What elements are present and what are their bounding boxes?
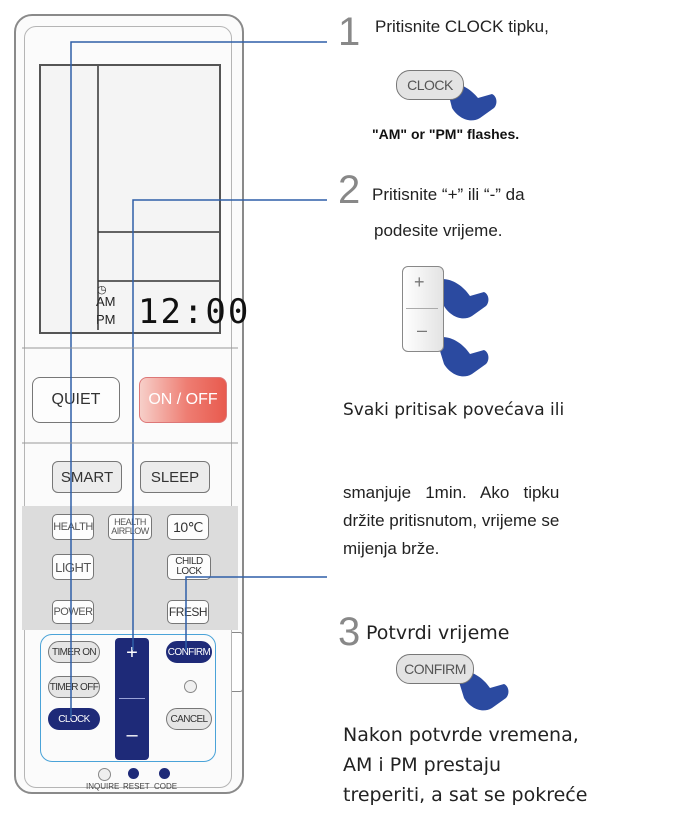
step-3-paragraph-line2: AM i PM prestaju	[343, 754, 502, 776]
reset-label: RESET	[123, 782, 150, 791]
confirm-button[interactable]: CONFIRM	[166, 641, 212, 663]
illustration-divider	[406, 308, 438, 309]
clock-button[interactable]: CLOCK	[48, 708, 100, 730]
illustration-minus: –	[417, 320, 428, 340]
step-3-paragraph-line1: Nakon potvrde vremena,	[343, 724, 579, 746]
code-label: CODE	[154, 782, 178, 791]
side-switch[interactable]	[232, 632, 243, 692]
step-2-paragraph-2-line2: držite pritisnutom, vrijeme se	[343, 511, 560, 530]
health-airflow-label-1: HEALTH	[114, 517, 146, 527]
code-led[interactable]	[159, 768, 170, 779]
child-lock-label-2: LOCK	[176, 566, 202, 577]
plus-minus-rocker[interactable]	[115, 638, 149, 760]
step-1-number: 1	[338, 10, 361, 54]
cancel-button[interactable]: CANCEL	[166, 708, 212, 730]
quiet-button[interactable]: QUIET	[32, 377, 120, 423]
lcd-pm: PM	[96, 312, 116, 327]
lcd-am: AM	[96, 294, 116, 309]
step-3-confirm-chip: CONFIRM	[396, 654, 474, 684]
timer-off-button[interactable]: TIMER OFF	[48, 676, 100, 698]
step-3-text: Potvrdi vrijeme	[366, 622, 510, 644]
lcd-segment-lines	[97, 66, 219, 330]
health-airflow-label-2: AIRFLOW	[111, 526, 149, 536]
health-button[interactable]: HEALTH	[52, 514, 94, 540]
remote-inner-frame	[24, 26, 232, 788]
on-off-button[interactable]: ON / OFF	[139, 377, 227, 423]
light-button[interactable]: LIGHT	[52, 554, 94, 580]
health-airflow-button[interactable]: HEALTH AIRFLOW	[108, 514, 152, 540]
plus-button[interactable]: +	[126, 642, 138, 664]
timer-on-button[interactable]: TIMER ON	[48, 641, 100, 663]
hand-icon-minus	[436, 336, 489, 377]
plus-minus-illustration	[402, 266, 444, 352]
lcd-time: 12:00	[138, 292, 251, 332]
indicator-led	[184, 680, 197, 693]
clock-icon: ◷	[97, 284, 107, 296]
step-2-text-line2: podesite vrijeme.	[374, 221, 503, 240]
pointer-line-clock	[70, 41, 327, 718]
inquire-label: INQUIRE	[86, 782, 120, 791]
sleep-button[interactable]: SLEEP	[140, 461, 210, 493]
reset-led[interactable]	[128, 768, 139, 779]
fresh-button[interactable]: FRESH	[167, 600, 209, 624]
step-2-number: 2	[338, 168, 361, 212]
step-2-text-line1: Pritisnite “+” ili “-” da	[372, 185, 525, 204]
step-2-paragraph-1: Svaki pritisak povećava ili	[343, 400, 565, 420]
step-3-number: 3	[338, 610, 361, 654]
step-3-paragraph-line3: treperiti, a sat se pokreće	[343, 784, 588, 806]
child-lock-label-1: CHILD	[175, 556, 203, 567]
hand-icon-plus	[436, 278, 489, 319]
rocker-divider	[119, 698, 145, 699]
pointer-line-plusminus	[132, 199, 327, 650]
step-2-paragraph-2-line1: smanjuje 1min. Ako tipku	[343, 483, 560, 502]
pointer-line-confirm	[185, 576, 327, 650]
lcd-display	[39, 64, 221, 334]
illustration-plus: +	[414, 272, 425, 292]
child-lock-button[interactable]: CHILD LOCK	[167, 554, 211, 580]
minus-button[interactable]: –	[126, 724, 138, 746]
inquire-led[interactable]	[98, 768, 111, 781]
smart-button[interactable]: SMART	[52, 461, 122, 493]
step-1-clock-chip: CLOCK	[396, 70, 464, 100]
hand-icon-confirm	[456, 670, 509, 711]
timer-clock-panel	[40, 634, 216, 762]
step-1-text: Pritisnite CLOCK tipku,	[375, 17, 549, 36]
step-2-paragraph-2-line3: mijenja brže.	[343, 539, 440, 558]
step-1-caption: "AM" or "PM" flashes.	[372, 126, 520, 142]
ten-degree-button[interactable]: 10℃	[167, 514, 209, 540]
power-button[interactable]: POWER	[52, 600, 94, 624]
